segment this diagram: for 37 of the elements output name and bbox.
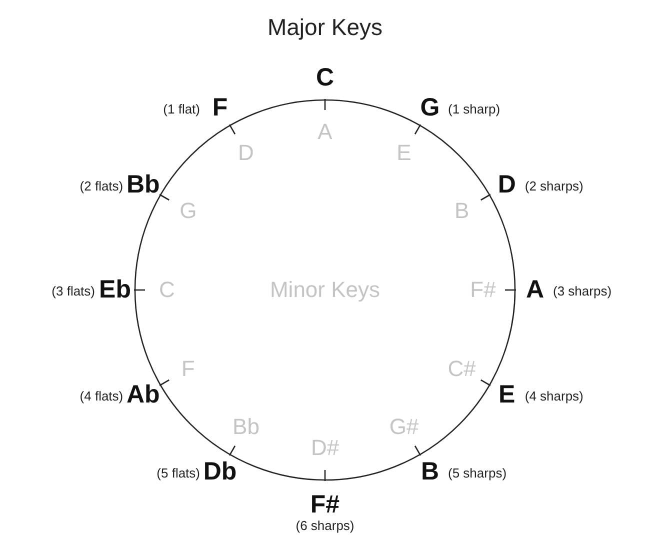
major-key-label: Eb xyxy=(99,278,131,302)
key-signature-note: (5 flats) xyxy=(156,466,200,480)
minor-key-label: E xyxy=(396,142,412,164)
minor-key-label: F xyxy=(181,358,195,380)
major-key-label: C xyxy=(316,66,334,90)
minor-key-label: G# xyxy=(389,416,419,438)
minor-key-label: D# xyxy=(310,437,340,459)
key-signature-note: (5 sharps) xyxy=(448,466,507,480)
major-key-label: D xyxy=(498,172,516,198)
major-key-label: F xyxy=(212,96,228,121)
minor-key-label: B xyxy=(454,200,470,222)
chart-title: Major Keys xyxy=(266,14,384,41)
key-signature-note: (2 flats) xyxy=(80,180,124,192)
major-key-label: G xyxy=(420,96,440,121)
key-signature-note: (4 flats) xyxy=(80,390,124,402)
minor-key-label: D xyxy=(238,142,254,164)
major-key-label: B xyxy=(420,459,440,484)
minor-key-label: Bb xyxy=(232,416,260,438)
key-signature-note: (3 sharps) xyxy=(553,284,612,298)
center-label: Minor Keys xyxy=(270,279,380,301)
major-key-label: Db xyxy=(203,459,237,484)
major-key-label: A xyxy=(526,278,544,302)
minor-key-label: C xyxy=(159,279,175,301)
key-signature-note: (4 sharps) xyxy=(524,390,584,402)
minor-key-label: F# xyxy=(470,279,496,301)
major-key-label: F# xyxy=(310,492,340,518)
key-signature-note: (1 sharp) xyxy=(448,102,500,116)
key-signature-note: (2 sharps) xyxy=(524,180,584,192)
key-signature-note: (3 flats) xyxy=(52,284,95,298)
key-signature-note: (6 sharps) xyxy=(296,519,354,532)
minor-key-label: A xyxy=(318,121,332,143)
major-key-label: E xyxy=(498,382,516,408)
major-key-label: Bb xyxy=(126,172,160,198)
minor-key-label: C# xyxy=(448,358,476,380)
minor-key-label: G xyxy=(180,200,197,222)
key-signature-note: (1 flat) xyxy=(163,102,200,116)
major-key-label: Ab xyxy=(126,382,160,408)
